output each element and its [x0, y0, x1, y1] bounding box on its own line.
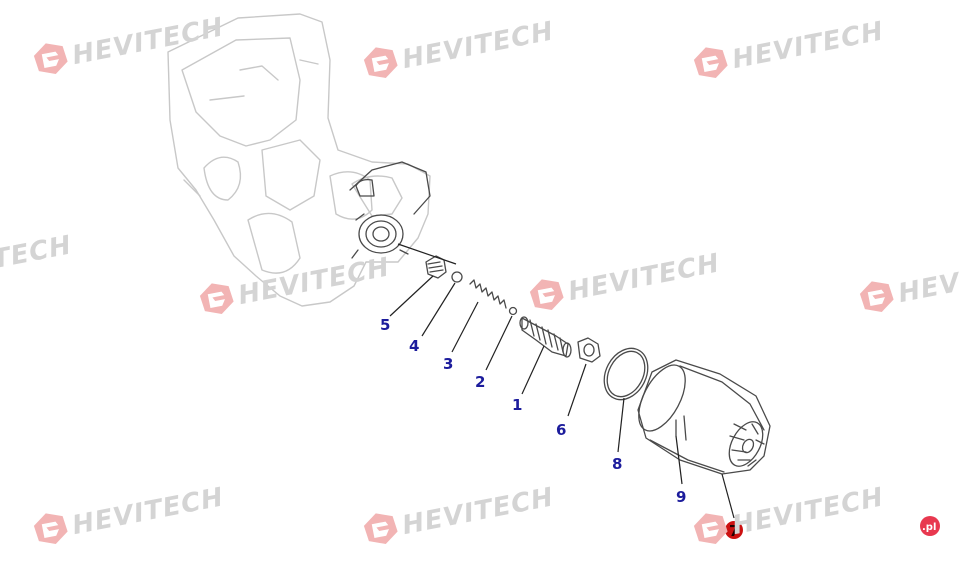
leader-6: [567, 363, 587, 417]
watermark-1: HEVITECH: [32, 12, 227, 78]
site-name: Sprzedajemy: [770, 527, 940, 557]
hevitech-logo-icon: [528, 275, 566, 314]
hevitech-logo-icon: [692, 43, 730, 82]
site-branding: Sprzedajemy .pl: [770, 516, 940, 557]
site-tld-badge: [920, 516, 940, 536]
watermark-text: HEVITECH: [400, 16, 557, 75]
callout-8: 8: [612, 455, 622, 473]
leader-3: [451, 301, 479, 353]
callout-7-highlight-dot: [725, 521, 743, 539]
watermark-9: HEVITECH: [362, 482, 557, 548]
leader-7: [721, 473, 735, 519]
watermark-6: HEVITECH: [858, 250, 960, 316]
engine-housing-drawing: [167, 13, 431, 307]
part-4-plug: [451, 271, 463, 283]
watermark-8: HEVITECH: [32, 482, 227, 548]
leader-5: [389, 275, 434, 317]
watermark-7: HEVITECH: [0, 230, 74, 289]
part-9-oil-filter: [637, 359, 771, 475]
part-5-plug-fitting: [425, 255, 447, 279]
callout-2: 2: [475, 373, 485, 391]
callout-6: 6: [556, 421, 566, 439]
watermark-3: HEVITECH: [692, 16, 887, 82]
watermark-text: HEVITECH: [730, 16, 887, 75]
hevitech-logo-icon: [198, 279, 236, 318]
watermark-text: HEVITECH: [70, 482, 227, 541]
callout-9: 9: [676, 488, 686, 506]
leader-2: [485, 315, 513, 371]
callout-leader-lines: [389, 243, 735, 519]
callout-numbers: 5 4 3 2 1 6 8 9 7: [380, 316, 743, 540]
leader-housing: [397, 243, 457, 265]
hevitech-logo-icon: [858, 277, 896, 316]
callout-5: 5: [380, 316, 390, 334]
hevitech-logo-icon: [32, 509, 70, 548]
watermark-text: HEVITECH: [400, 482, 557, 541]
leader-1: [521, 345, 545, 395]
watermark-5: HEVITECH: [528, 248, 723, 314]
leader-9: [675, 435, 683, 485]
hevitech-logo-icon: [362, 43, 400, 82]
site-tld: .pl: [922, 522, 936, 533]
part-1-valve-body: [519, 316, 572, 358]
callout-4: 4: [409, 337, 419, 355]
watermark-2: HEVITECH: [362, 16, 557, 82]
callout-7: 7: [729, 522, 739, 540]
part-3-spring: [469, 279, 507, 309]
leader-8: [617, 397, 625, 453]
part-2-ball: [508, 306, 518, 316]
watermark-4: HEVITECH: [198, 252, 392, 318]
hevitech-logo-icon: [362, 509, 400, 548]
leader-4: [421, 282, 456, 337]
watermark-text: HEVITECH: [0, 230, 74, 289]
hevitech-logo-icon: [692, 509, 730, 548]
callout-3: 3: [443, 355, 453, 373]
callout-1: 1: [512, 396, 522, 414]
hevitech-logo-icon: [32, 39, 70, 78]
part-6-nut: [577, 337, 601, 363]
watermark-text: HEVITECH: [566, 248, 723, 307]
watermark-text: HEVITECH: [896, 250, 960, 309]
watermark-text: HEVITECH: [70, 12, 227, 71]
housing-port: [349, 161, 431, 259]
part-8-o-ring: [603, 347, 649, 401]
